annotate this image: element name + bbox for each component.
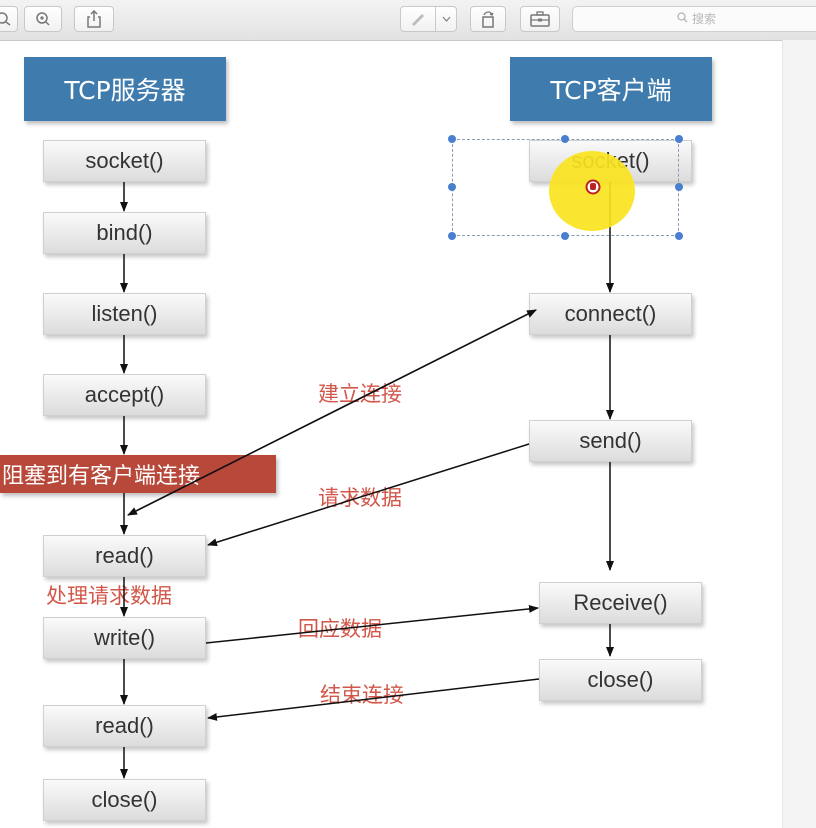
search-input[interactable] [692, 12, 782, 26]
toolbar [0, 0, 816, 41]
selection-handle[interactable] [561, 135, 569, 143]
blocking-note-banner: 阻塞到有客户端连接 [0, 455, 276, 493]
arrow-request-data [207, 443, 530, 547]
server-read-step: read() [43, 535, 206, 577]
page-gutter [782, 40, 816, 828]
zoom-in-button[interactable] [24, 6, 62, 32]
selection-handle[interactable] [448, 135, 456, 143]
server-bind-step: bind() [43, 212, 206, 254]
client-close-step: close() [539, 659, 702, 701]
selection-handle[interactable] [448, 183, 456, 191]
selection-handle[interactable] [448, 232, 456, 240]
hand-cursor-icon [584, 178, 602, 196]
server-close-step: close() [43, 779, 206, 821]
arrow-establish-return [127, 309, 537, 516]
zoom-out-button[interactable] [0, 6, 18, 32]
markup-pen-button[interactable] [400, 6, 436, 32]
client-connect-step: connect() [529, 293, 692, 335]
rotate-button[interactable] [470, 6, 506, 32]
arrow-respond-data [205, 604, 539, 644]
selection-handle[interactable] [675, 183, 683, 191]
server-socket-step: socket() [43, 140, 206, 182]
server-read-again-step: read() [43, 705, 206, 747]
share-icon [87, 10, 101, 28]
arrow-finish-connection [207, 678, 540, 721]
toolbox-icon [530, 11, 550, 27]
client-receive-step: Receive() [539, 582, 702, 624]
zoom-in-icon [36, 12, 50, 26]
selection-handle[interactable] [561, 232, 569, 240]
server-accept-step: accept() [43, 374, 206, 416]
server-title: TCP服务器 [24, 57, 226, 121]
rotate-icon [482, 11, 494, 28]
client-send-step: send() [529, 420, 692, 462]
search-field[interactable] [572, 6, 816, 32]
search-icon [677, 12, 688, 26]
share-button[interactable] [74, 6, 114, 32]
establish-label: 建立连接 [318, 382, 402, 406]
selection-handle[interactable] [675, 135, 683, 143]
process-note-label: 处理请求数据 [46, 584, 172, 608]
client-title: TCP客户端 [510, 57, 712, 121]
selection-handle[interactable] [675, 232, 683, 240]
markup-dropdown-button[interactable] [435, 6, 457, 32]
chevron-down-icon [442, 16, 450, 22]
zoom-out-icon [0, 12, 11, 26]
toolbox-button[interactable] [520, 6, 560, 32]
server-listen-step: listen() [43, 293, 206, 335]
server-write-step: write() [43, 617, 206, 659]
pen-icon [412, 14, 424, 26]
